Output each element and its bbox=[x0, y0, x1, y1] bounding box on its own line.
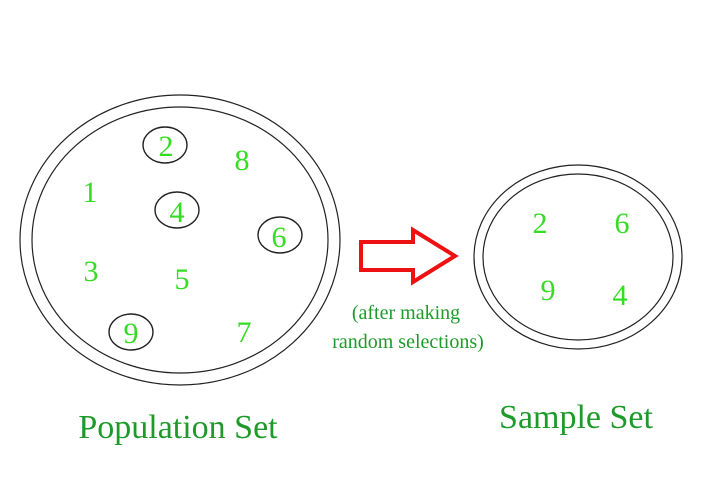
population-number: 2 bbox=[159, 130, 174, 163]
sample-number: 4 bbox=[613, 279, 628, 312]
population-number: 9 bbox=[124, 317, 139, 350]
sample-inner-ring bbox=[482, 173, 674, 341]
population-number: 6 bbox=[272, 221, 287, 254]
population-label: Population Set bbox=[78, 409, 278, 446]
arrow-caption-line1: (after making bbox=[352, 302, 460, 324]
population-set: 2 8 1 4 6 3 5 9 7 bbox=[19, 94, 341, 386]
population-number: 5 bbox=[175, 263, 190, 296]
selection-circle-4 bbox=[154, 191, 200, 229]
selection-circle-9 bbox=[108, 313, 154, 351]
arrow-caption-line2: random selections) bbox=[332, 331, 484, 353]
sample-outer-ring bbox=[473, 164, 683, 350]
population-inner-ring bbox=[31, 106, 329, 374]
sample-number: 9 bbox=[541, 274, 556, 307]
sample-label: Sample Set bbox=[499, 399, 653, 436]
population-number: 4 bbox=[170, 196, 185, 229]
population-number: 7 bbox=[237, 316, 252, 349]
selection-circle-2 bbox=[142, 126, 188, 164]
red-arrow-icon bbox=[359, 226, 459, 286]
population-number: 3 bbox=[84, 255, 99, 288]
transfer-arrow bbox=[359, 226, 459, 286]
sample-number: 2 bbox=[533, 207, 548, 240]
selection-circle-6 bbox=[257, 216, 303, 254]
sample-number: 6 bbox=[615, 207, 630, 240]
population-number: 1 bbox=[83, 176, 98, 209]
sample-set: 2 6 9 4 bbox=[473, 164, 683, 350]
population-number: 8 bbox=[235, 144, 250, 177]
population-outer-ring bbox=[19, 94, 341, 386]
